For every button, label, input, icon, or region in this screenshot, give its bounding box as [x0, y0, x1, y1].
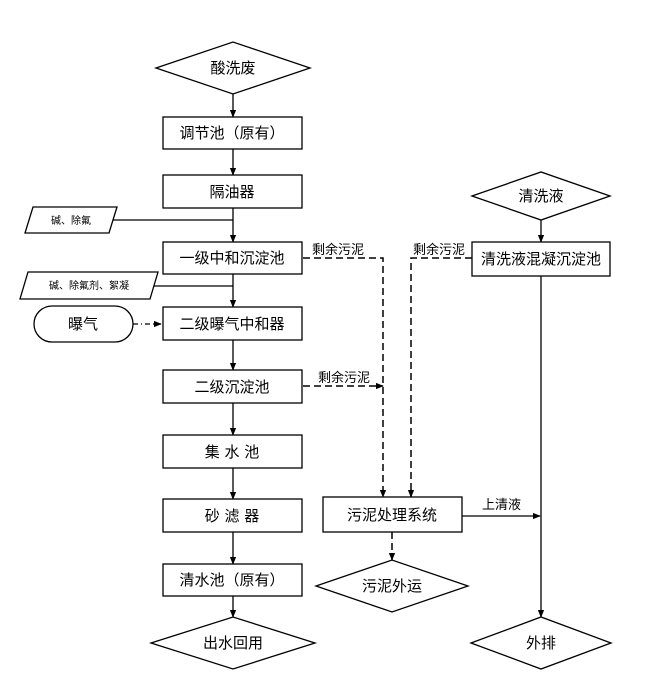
sludge-out-label: 污泥外运 — [362, 577, 422, 595]
node-aeration: 曝气 — [33, 305, 134, 343]
secondary-neutralizer-label: 二级曝气中和器 — [179, 315, 284, 333]
node-chem-input-1: 碱、除氟 — [24, 206, 118, 234]
oil-separator-label: 隔油器 — [209, 183, 254, 201]
node-oil-separator: 隔油器 — [162, 174, 303, 209]
node-sludge-system: 污泥处理系统 — [322, 496, 463, 533]
node-primary-tank: 一级中和沉淀池 — [162, 241, 303, 275]
cleaning-settling-label: 清洗液混凝沉淀池 — [481, 250, 601, 268]
node-sand-filter: 砂 滤 器 — [162, 498, 303, 533]
water-reuse-label: 出水回用 — [203, 634, 263, 652]
node-cleaning-liquid: 清洗液 — [470, 171, 612, 221]
acid-waste-label: 酸洗废 — [210, 59, 255, 77]
excess-sludge-label-1: 剩余污泥 — [312, 242, 364, 258]
node-sludge-out: 污泥外运 — [313, 559, 471, 613]
node-acid-waste: 酸洗废 — [153, 41, 313, 95]
node-collection-tank: 集 水 池 — [162, 434, 303, 469]
node-secondary-neutralizer: 二级曝气中和器 — [162, 306, 303, 341]
node-chem-input-2: 碱、除氟剂、絮凝 — [19, 271, 159, 300]
sludge-connectors — [303, 257, 472, 561]
chem-input-1-label: 碱、除氟 — [51, 214, 91, 227]
node-discharge: 外排 — [469, 616, 613, 670]
aeration-label: 曝气 — [68, 315, 98, 333]
node-clear-water-tank: 清水池（原有） — [162, 563, 303, 597]
primary-tank-label: 一级中和沉淀池 — [179, 249, 284, 267]
collection-tank-label: 集 水 池 — [205, 443, 260, 461]
discharge-label: 外排 — [526, 634, 556, 652]
supernatant-label: 上清液 — [482, 498, 521, 513]
cleaning-liquid-label: 清洗液 — [518, 187, 563, 205]
sand-filter-label: 砂 滤 器 — [205, 507, 260, 525]
node-cleaning-settling: 清洗液混凝沉淀池 — [471, 241, 611, 277]
node-secondary-settling: 二级沉淀池 — [162, 369, 303, 404]
node-adjust-tank: 调节池（原有） — [162, 116, 303, 150]
clear-water-tank-label: 清水池（原有） — [179, 571, 284, 589]
sludge-system-label: 污泥处理系统 — [347, 506, 437, 524]
secondary-settling-label: 二级沉淀池 — [194, 378, 269, 396]
chem-input-2-label: 碱、除氟剂、絮凝 — [49, 279, 129, 292]
node-water-reuse: 出水回用 — [148, 616, 318, 670]
adjust-tank-label: 调节池（原有） — [179, 124, 284, 142]
chemical-input-connectors — [112, 219, 233, 328]
excess-sludge-label-3: 剩余污泥 — [318, 370, 370, 386]
excess-sludge-label-2: 剩余污泥 — [413, 242, 465, 258]
